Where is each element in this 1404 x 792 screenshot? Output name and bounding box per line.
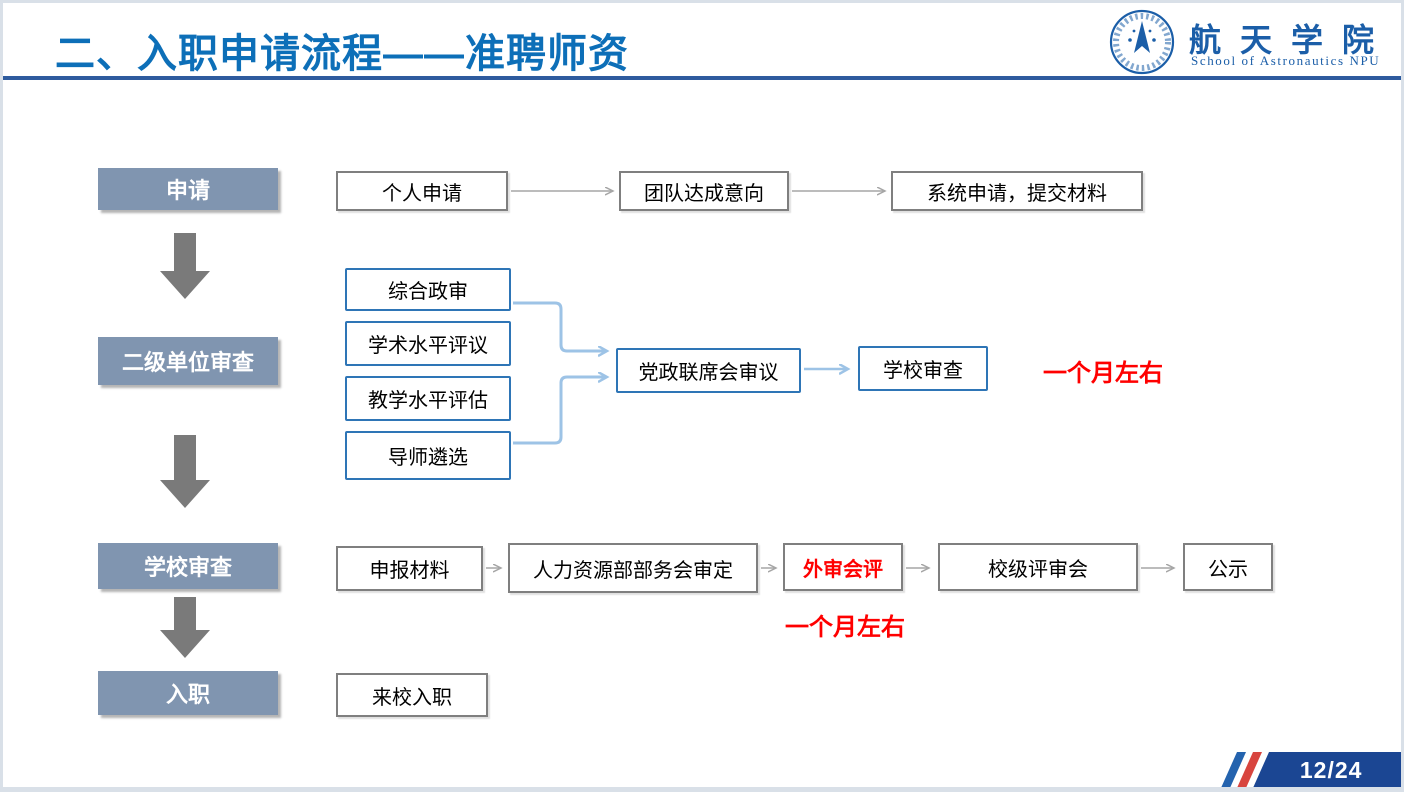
page-title: 二、入职申请流程——准聘师资 [55,32,629,76]
elbow-connector-top [513,301,607,351]
flow-box-joint-meeting: 党政联席会审议 [616,348,801,393]
flow-box-teaching-evaluation: 教学水平评估 [345,376,511,421]
rocket-icon [1134,21,1150,53]
page-number: 12/24 [1299,757,1363,783]
block-arrow-down-icon [160,435,210,508]
elbow-connector-bottom [513,377,607,445]
flow-box-come-onboard: 来校入职 [336,673,488,717]
school-name-cn: 航天学院 [1189,22,1394,58]
page-number-badge: 12/24 [1252,752,1401,787]
flow-connectors [160,3,1401,658]
flow-box-hr-meeting: 人力资源部部务会审定 [508,543,758,593]
flow-box-declaration-materials: 申报材料 [336,546,483,591]
note-one-month-school: 一个月左右 [785,614,905,641]
flow-box-academic-evaluation: 学术水平评议 [345,321,511,366]
flow-box-university-committee: 校级评审会 [938,543,1138,591]
flow-box-external-review: 外审会评 [783,543,903,591]
stage-box-onboard: 入职 [98,671,278,715]
block-arrow-down-icon [160,233,210,299]
stage-box-apply: 申请 [98,168,278,210]
school-emblem-icon [1109,9,1175,75]
flow-box-political-review: 综合政审 [345,268,511,311]
school-name-en: School of Astronautics NPU [1191,53,1381,68]
title-underline [3,76,1401,80]
slide: 二、入职申请流程——准聘师资 航天学院 School of Astronauti… [3,3,1401,787]
block-arrow-down-icon [160,597,210,658]
stage-box-school-review: 学校审查 [98,543,278,589]
flow-box-personal-application: 个人申请 [336,171,508,211]
stage-box-unit-review: 二级单位审查 [98,337,278,385]
flow-box-school-check: 学校审查 [858,346,988,391]
note-one-month-unit: 一个月左右 [1043,360,1163,387]
flow-box-mentor-selection: 导师遴选 [345,431,511,480]
flow-box-public-notice: 公示 [1183,543,1273,591]
flow-box-team-agreement: 团队达成意向 [619,171,789,211]
flow-box-system-application: 系统申请，提交材料 [891,171,1143,211]
